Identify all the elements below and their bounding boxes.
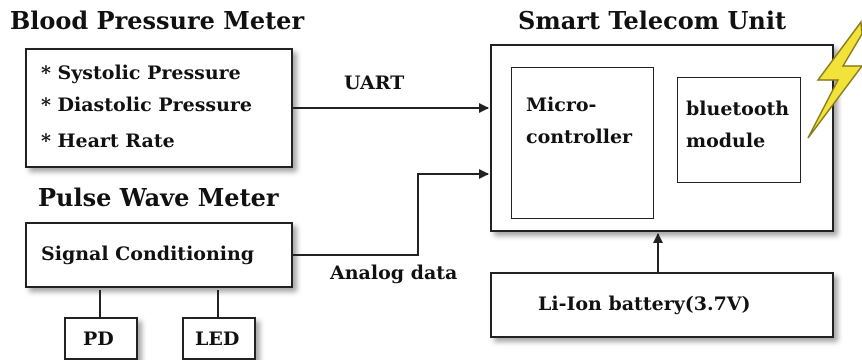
analog-data-label: Analog data [330, 262, 458, 284]
signal-conditioning-box: Signal Conditioning [25, 222, 293, 288]
battery-label: Li-Ion battery(3.7V) [538, 293, 751, 315]
battery-box: Li-Ion battery(3.7V) [490, 272, 834, 338]
systolic-pressure-item: * Systolic Pressure [41, 62, 241, 84]
led-box: LED [182, 317, 256, 360]
uart-label: UART [344, 72, 405, 94]
microcontroller-box: Micro- controller [511, 67, 654, 219]
blood-pressure-meter-box: * Systolic Pressure * Diastolic Pressure… [25, 48, 293, 168]
signal-conditioning-label: Signal Conditioning [41, 243, 255, 265]
smart-telecom-unit-box: Micro- controller bluetooth module [490, 44, 834, 232]
microcontroller-label-line2: controller [526, 126, 633, 148]
bluetooth-module-box: bluetooth module [677, 77, 801, 183]
smart-telecom-unit-title: Smart Telecom Unit [518, 6, 787, 35]
bluetooth-label-line1: bluetooth [686, 98, 790, 120]
pd-box: PD [64, 317, 138, 360]
analog-data-arrow [293, 169, 489, 256]
pulse-wave-meter-title: Pulse Wave Meter [38, 183, 279, 212]
diastolic-pressure-item: * Diastolic Pressure [41, 94, 253, 116]
led-label: LED [195, 328, 240, 350]
blood-pressure-meter-title: Blood Pressure Meter [10, 6, 305, 35]
pd-label: PD [83, 328, 114, 350]
heart-rate-item: * Heart Rate [41, 130, 175, 152]
bluetooth-label-line2: module [686, 130, 766, 152]
lightning-bolt-icon [807, 19, 862, 139]
microcontroller-label-line1: Micro- [526, 94, 597, 116]
